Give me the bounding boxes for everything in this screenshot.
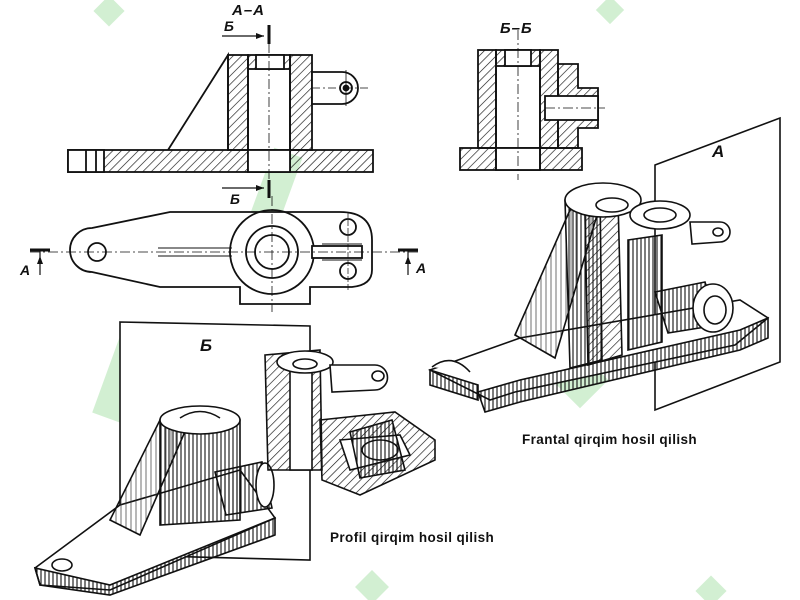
frontal-caption: Frantal qirqim hosil qilish (522, 432, 698, 447)
profile-plane-label: Б (200, 336, 213, 355)
section-aa-title: А–А (232, 2, 266, 19)
cut-mark-b-bottom: Б (230, 191, 240, 207)
profile-caption: Profil qirqim hosil qilish (330, 530, 495, 545)
section-aa-drawing (67, 25, 374, 198)
frontal-plane-label: А (712, 142, 725, 161)
section-bb-drawing (459, 30, 605, 180)
profile-cut-isometric (33, 321, 436, 596)
section-bb-title: Б–Б (500, 20, 533, 37)
cut-mark-a-left: А (20, 262, 31, 278)
plan-view-drawing (30, 196, 420, 312)
frontal-cut-isometric (427, 116, 781, 413)
cut-mark-b-top: Б (224, 18, 234, 34)
cut-mark-a-right: А (416, 260, 427, 276)
